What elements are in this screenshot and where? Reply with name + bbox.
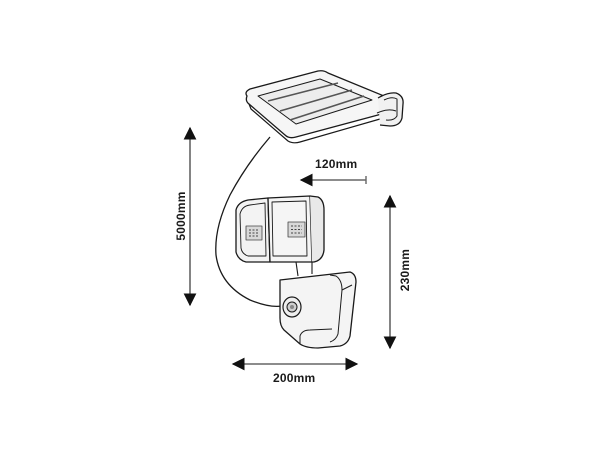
lamp-head [235,195,325,277]
connection-cable [215,136,283,308]
cable-length-label: 5000mm [174,191,188,241]
dimension-depth [299,173,367,187]
sensor-housing [279,271,357,349]
height-label: 230mm [398,248,412,292]
solar-panel [245,70,404,144]
width-label: 200mm [273,371,316,385]
depth-label: 120mm [315,157,358,171]
sensor-dome [282,296,302,318]
led-array-left [245,225,263,241]
led-array-right [287,221,306,238]
